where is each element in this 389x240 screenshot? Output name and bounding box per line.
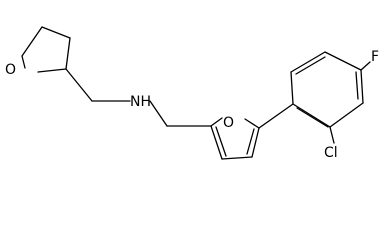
bond	[21, 55, 26, 69]
bond	[360, 61, 371, 71]
nh-label: NH	[130, 94, 151, 110]
bond	[221, 156, 253, 160]
bond	[251, 127, 260, 158]
oxygen-label-furan: O	[223, 115, 234, 131]
molecule-canvas: O NH O F Cl	[5, 26, 379, 161]
bond	[215, 126, 227, 157]
bond	[244, 118, 260, 129]
substituent-bonds	[329, 61, 371, 144]
bond	[21, 26, 43, 57]
bond	[329, 102, 364, 128]
bond	[65, 37, 71, 70]
bond	[329, 126, 335, 144]
bond	[295, 56, 326, 75]
fluorine-label: F	[371, 49, 379, 65]
bond	[258, 103, 294, 129]
bond	[37, 68, 67, 73]
bond	[290, 71, 294, 105]
bond	[210, 125, 223, 160]
bond	[296, 107, 329, 128]
furan-ring	[210, 117, 260, 160]
linker-chain	[65, 68, 212, 127]
tetrahydrofuran-ring	[21, 26, 71, 73]
bond	[324, 51, 362, 71]
bond	[360, 69, 364, 104]
bond	[246, 128, 255, 155]
bond	[292, 103, 331, 128]
oxygen-label-thf: O	[5, 62, 16, 78]
bond	[355, 71, 359, 100]
bond	[41, 26, 71, 39]
bond	[210, 117, 223, 127]
bond	[290, 51, 326, 73]
bond	[149, 100, 168, 127]
phenyl-ring	[258, 51, 364, 129]
chlorine-label: Cl	[324, 145, 338, 161]
molecule-structure: O NH O F Cl	[5, 26, 379, 161]
bond	[65, 68, 93, 102]
